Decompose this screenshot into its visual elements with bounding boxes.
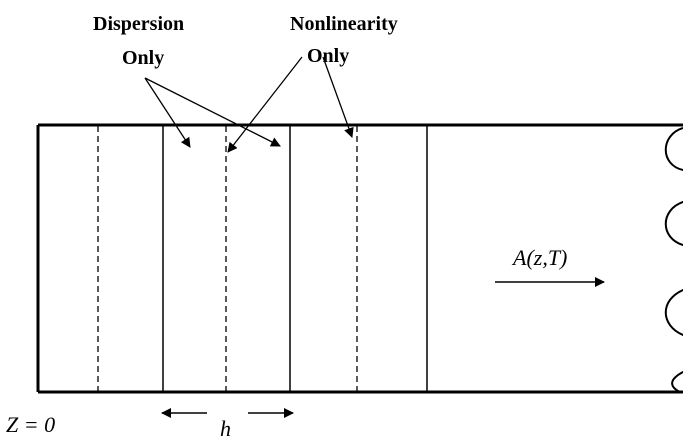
pointer-arrows <box>144 56 354 153</box>
arrow-nonlinearity-2 <box>322 56 354 138</box>
wavy-right-edge <box>664 127 683 393</box>
arrow-dispersion-1 <box>144 77 191 148</box>
arrow-dispersion-2 <box>144 77 281 147</box>
fiber-outline <box>36 123 683 394</box>
dispersion-solid-lines <box>162 126 428 391</box>
nonlinearity-label-line1: Nonlinearity <box>290 13 398 35</box>
dispersion-label-line1: Dispersion <box>93 13 184 35</box>
arrow-nonlinearity-1 <box>227 56 303 153</box>
field-label: A(z,T) <box>511 245 567 270</box>
nonlinearity-label-line2: Only <box>307 45 349 67</box>
dispersion-label-line2: Only <box>122 47 164 69</box>
z-start-label: Z = 0 <box>6 412 55 437</box>
step-label: h <box>220 416 231 437</box>
nonlinearity-dashed-lines <box>97 126 358 391</box>
